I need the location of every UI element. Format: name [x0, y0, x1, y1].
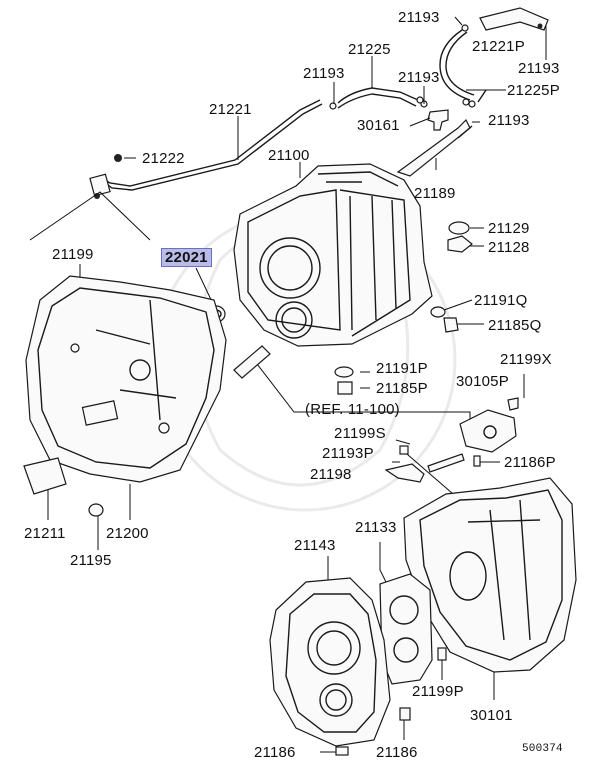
pin-21199P — [437, 647, 447, 661]
part-label-21100[interactable]: 21100 — [268, 147, 310, 164]
part-label-21199S[interactable]: 21199S — [334, 425, 386, 442]
pin-21186P — [473, 455, 481, 467]
part-label-21191P[interactable]: 21191P — [376, 360, 428, 377]
part-label-21221[interactable]: 21221 — [209, 101, 252, 118]
breather-hose-21225P — [439, 24, 487, 108]
part-label-21225P[interactable]: 21225P — [507, 82, 560, 99]
plug-21195 — [88, 503, 104, 517]
part-label-21211[interactable]: 21211 — [24, 525, 66, 542]
part-label-21128[interactable]: 21128 — [488, 239, 530, 256]
pin-21186-b — [399, 707, 411, 721]
part-label-22021-highlighted[interactable]: 22021 — [161, 248, 212, 267]
bracket-21221P — [479, 7, 549, 31]
connector-30161 — [427, 109, 449, 131]
part-label-21195[interactable]: 21195 — [70, 552, 112, 569]
part-label-21143[interactable]: 21143 — [294, 537, 336, 554]
reference-label[interactable]: (REF. 11-100) — [305, 401, 400, 418]
breather-hose-21225 — [329, 87, 428, 110]
gasket-21133 — [379, 573, 433, 685]
part-label-21222[interactable]: 21222 — [142, 150, 185, 167]
part-label-21198[interactable]: 21198 — [310, 466, 352, 483]
seal-21191Q — [430, 306, 446, 318]
part-label-21193[interactable]: 21193 — [398, 69, 440, 86]
bracket-21198 — [384, 463, 425, 483]
part-label-21221P[interactable]: 21221P — [472, 38, 525, 55]
plug-21128 — [447, 235, 473, 253]
part-label-21193[interactable]: 21193 — [303, 65, 345, 82]
plug-21129 — [448, 221, 470, 235]
cover-30105P — [459, 409, 517, 453]
part-label-21199P[interactable]: 21199P — [412, 683, 464, 700]
plug-21185P — [337, 381, 353, 395]
part-label-30161[interactable]: 30161 — [357, 117, 400, 134]
bolt-21185Q — [443, 317, 459, 333]
part-label-21199X[interactable]: 21199X — [500, 351, 552, 368]
part-label-21193[interactable]: 21193 — [398, 9, 440, 26]
front-cover-21143 — [269, 577, 391, 747]
part-label-21189[interactable]: 21189 — [414, 185, 456, 202]
transfer-case-21100 — [233, 163, 433, 347]
seal-21191P — [334, 366, 354, 378]
part-label-30105P[interactable]: 30105P — [456, 373, 509, 390]
part-label-21193[interactable]: 21193 — [488, 112, 530, 129]
cover-21211 — [23, 457, 67, 495]
part-label-21186P[interactable]: 21186P — [504, 454, 556, 471]
small-clips — [114, 96, 470, 162]
document-number: 500374 — [522, 743, 563, 755]
part-label-21225[interactable]: 21225 — [348, 41, 391, 58]
part-label-21186[interactable]: 21186 — [376, 744, 418, 761]
part-label-30101[interactable]: 30101 — [470, 707, 513, 724]
part-label-21185Q[interactable]: 21185Q — [488, 317, 542, 334]
part-label-21199[interactable]: 21199 — [52, 246, 94, 263]
part-label-21191Q[interactable]: 21191Q — [474, 292, 528, 309]
bracket-21189 — [396, 118, 473, 177]
part-label-21193P[interactable]: 21193P — [322, 445, 374, 462]
shaft-ref-11-100 — [233, 345, 271, 379]
part-label-21185P[interactable]: 21185P — [376, 380, 428, 397]
bolt-21199S — [427, 453, 465, 473]
clutch-housing-21200 — [25, 275, 227, 483]
bolt-21199X — [507, 397, 519, 411]
clip-21193P — [399, 445, 409, 455]
part-label-21200[interactable]: 21200 — [106, 525, 149, 542]
pin-21186-a — [335, 746, 349, 756]
part-label-21193[interactable]: 21193 — [518, 60, 560, 77]
part-label-21186[interactable]: 21186 — [254, 744, 296, 761]
breather-pipe-21221 — [89, 99, 323, 199]
part-label-21133[interactable]: 21133 — [355, 519, 397, 536]
part-label-21129[interactable]: 21129 — [488, 220, 530, 237]
